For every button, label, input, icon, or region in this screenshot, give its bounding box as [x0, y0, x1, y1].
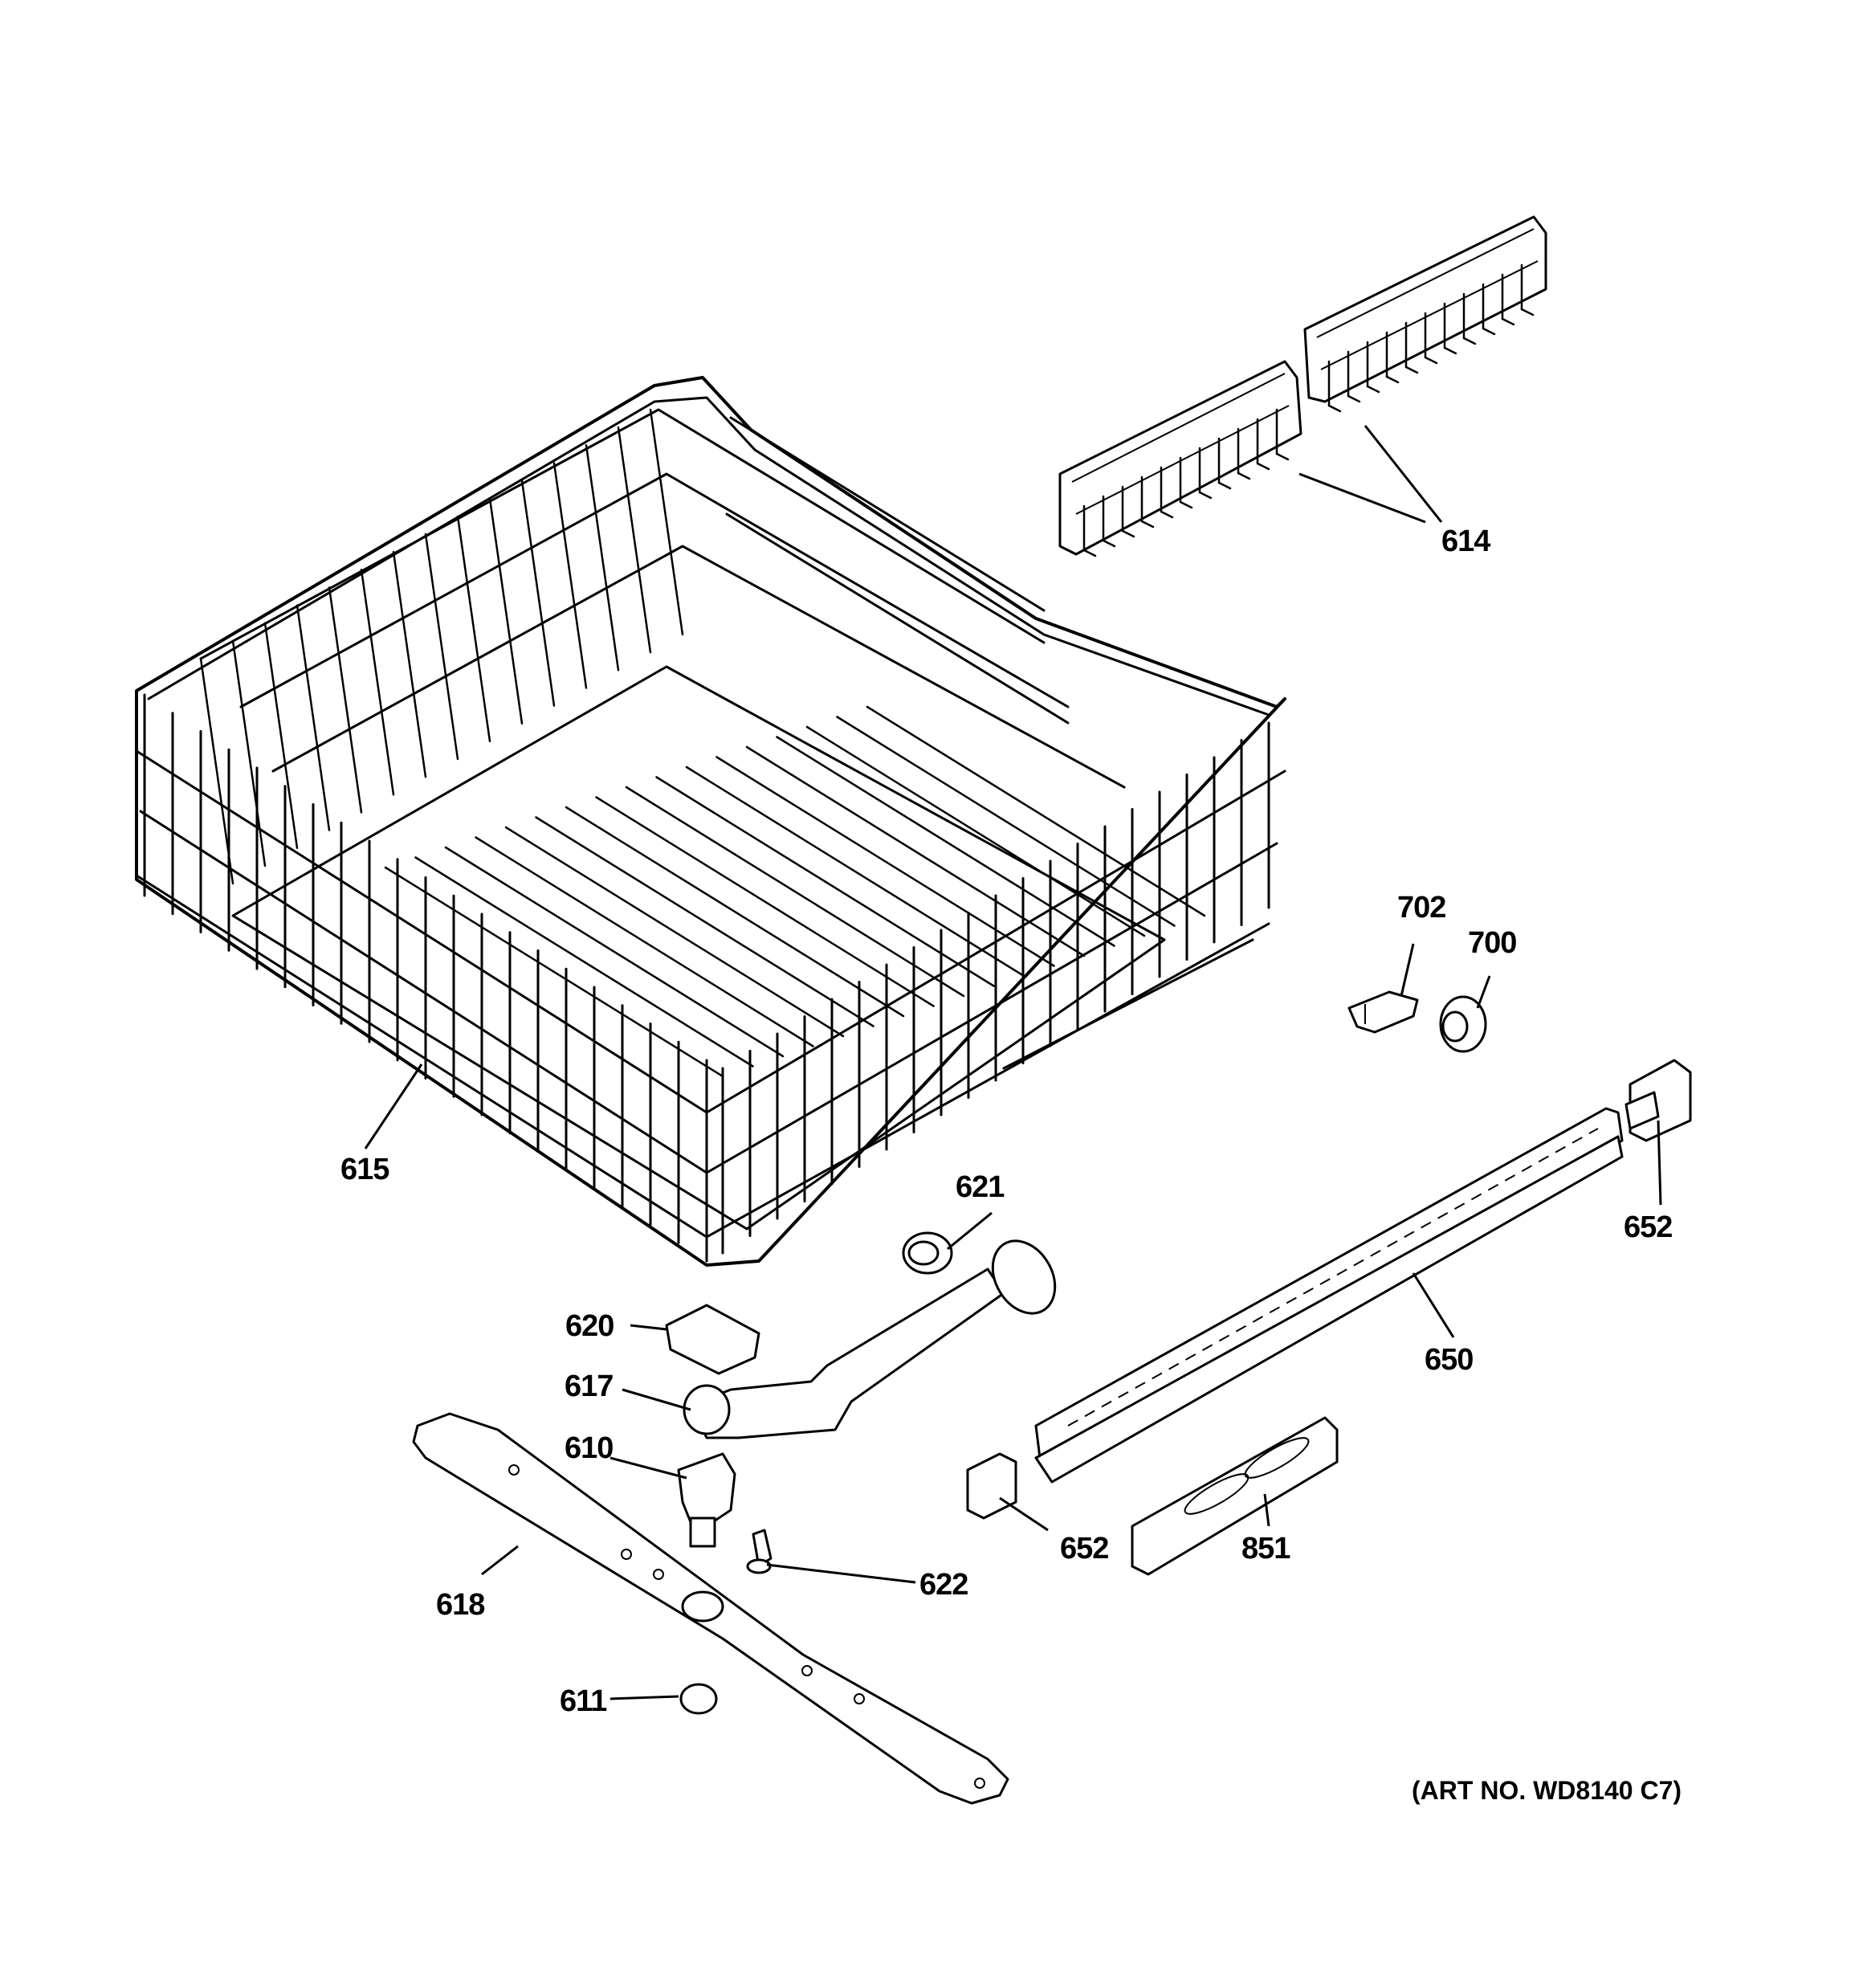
part-650-rail	[1034, 1107, 1624, 1484]
leader-lines	[364, 425, 1662, 1700]
wire-line	[625, 786, 965, 998]
wire-line	[414, 856, 754, 1067]
wire-line	[655, 776, 995, 987]
callout-702: 702	[1397, 891, 1445, 925]
callout-650: 650	[1425, 1343, 1473, 1377]
wire-line	[444, 846, 785, 1058]
tine-row-right-drawing	[1303, 215, 1547, 413]
wire-line	[1404, 365, 1419, 374]
wire-line	[1520, 308, 1535, 316]
art-number: (ART NO. WD8140 C7)	[1412, 1776, 1682, 1805]
wire-line	[1237, 471, 1251, 480]
callout-851: 851	[1241, 1532, 1290, 1565]
wire-line	[1482, 327, 1496, 336]
wire-line	[649, 408, 684, 636]
wire-line	[1217, 481, 1232, 490]
wire-line	[1366, 385, 1380, 394]
wire-line	[1121, 529, 1135, 538]
wire-line	[263, 622, 299, 849]
part-617-tube	[683, 1239, 1057, 1439]
callout-621: 621	[956, 1170, 1005, 1204]
wire-line	[1462, 337, 1477, 345]
part-652-stop-left	[966, 1452, 1017, 1520]
wire-line	[520, 480, 556, 707]
wire-line	[617, 426, 652, 654]
wire-line	[231, 639, 267, 867]
callout-618: 618	[436, 1588, 484, 1622]
wire-line	[715, 756, 1055, 967]
wire-line	[585, 444, 620, 672]
wire-line	[392, 550, 427, 778]
wire-line	[535, 816, 874, 1027]
wire-line	[685, 765, 1025, 978]
wire-line	[1327, 404, 1342, 413]
callout-615: 615	[340, 1153, 389, 1186]
callout-614: 614	[1441, 525, 1490, 558]
wire-line	[475, 836, 814, 1047]
wire-line	[805, 725, 1146, 937]
wire-line	[424, 533, 459, 761]
wire-line	[328, 586, 363, 814]
wire-line	[1424, 356, 1438, 365]
wire-line	[1347, 394, 1361, 403]
wire-line	[360, 569, 395, 796]
wire-line	[866, 705, 1206, 917]
callout-620: 620	[565, 1309, 614, 1343]
part-702-clip	[1347, 990, 1419, 1034]
wire-line	[199, 657, 234, 885]
part-611-washer	[679, 1683, 718, 1715]
upper-rack-drawing	[135, 376, 1286, 1267]
wire-line	[1102, 539, 1116, 548]
tine-row-left-drawing	[1058, 360, 1302, 557]
wire-line	[1385, 375, 1400, 384]
wire-line	[296, 604, 331, 831]
part-652-stop-right	[1625, 1059, 1692, 1142]
callout-700: 700	[1468, 926, 1516, 960]
callout-622: 622	[919, 1568, 968, 1602]
wire-line	[504, 826, 845, 1038]
wire-line	[595, 796, 935, 1007]
callout-611: 611	[560, 1684, 607, 1718]
part-700-wheel	[1439, 995, 1487, 1053]
part-622-screw	[746, 1529, 773, 1574]
callout-610: 610	[565, 1431, 613, 1465]
wire-line	[1443, 346, 1457, 355]
part-621-clamp	[902, 1231, 953, 1275]
callout-617: 617	[565, 1370, 613, 1403]
wire-line	[384, 866, 724, 1078]
wire-line	[1082, 549, 1097, 557]
wire-line	[745, 745, 1086, 957]
wire-line	[1140, 520, 1155, 529]
wire-line	[456, 515, 491, 743]
wire-line	[1501, 317, 1515, 326]
callout-652-left: 652	[1060, 1532, 1108, 1565]
callout-labels: 614 615 702 700 621 652 620 650 617 610 …	[340, 525, 1673, 1718]
wire-line	[1179, 500, 1193, 509]
callout-652-right: 652	[1624, 1210, 1672, 1244]
part-618-spray-arm	[412, 1412, 1009, 1805]
wire-line	[1275, 452, 1290, 461]
wire-line	[488, 497, 524, 725]
wire-line	[776, 736, 1115, 947]
part-620-clip	[665, 1304, 760, 1375]
wire-line	[836, 716, 1176, 927]
wire-line	[1256, 462, 1270, 471]
wire-line	[1198, 491, 1213, 500]
part-851-slide	[1131, 1416, 1339, 1576]
part-610-hub	[677, 1452, 736, 1548]
wire-line	[552, 462, 588, 689]
wire-line	[1160, 510, 1174, 519]
wire-line	[565, 806, 905, 1018]
